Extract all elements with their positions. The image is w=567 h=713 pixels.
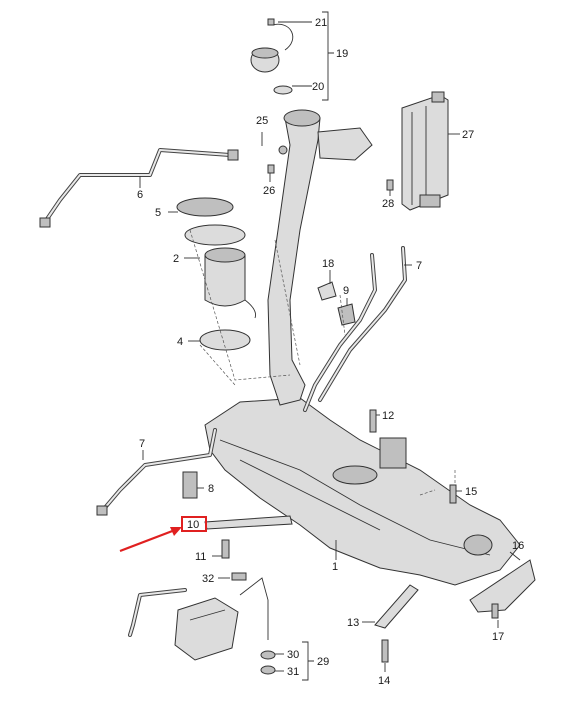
seal-ring <box>199 329 251 351</box>
callout-30: 30 <box>287 649 299 661</box>
callout-8: 8 <box>208 483 214 495</box>
fuel-pump-control-unit <box>128 572 269 661</box>
fuel-line-7-lower <box>96 428 217 516</box>
charcoal-canister <box>401 91 449 211</box>
callout-7-upper: 7 <box>416 260 422 272</box>
clip-8 <box>182 471 198 499</box>
valve-9 <box>337 303 356 326</box>
callout-26: 26 <box>263 185 275 197</box>
callout-32: 32 <box>202 573 214 585</box>
callout-6: 6 <box>137 189 143 201</box>
highlight-box-10 <box>181 516 207 532</box>
callout-10: 10 <box>187 519 199 531</box>
callout-29: 29 <box>317 656 329 668</box>
assembly-guide-lines <box>189 229 456 496</box>
tank-strap-10 <box>204 515 293 530</box>
callout-2: 2 <box>173 253 179 265</box>
callout-15: 15 <box>465 486 477 498</box>
heat-shield-16 <box>469 559 536 613</box>
callout-17: 17 <box>492 631 504 643</box>
fuel-pump <box>184 224 256 319</box>
callout-25: 25 <box>256 115 268 127</box>
callout-1: 1 <box>332 561 338 573</box>
callout-11: 11 <box>195 551 206 563</box>
callout-13: 13 <box>347 617 359 629</box>
bracket-18 <box>317 281 337 301</box>
callout-21: 21 <box>315 17 327 29</box>
callout-5: 5 <box>155 207 161 219</box>
tank-strap-13 <box>374 584 419 629</box>
fuel-tank <box>204 397 521 586</box>
callout-14: 14 <box>378 675 390 687</box>
filler-neck <box>267 109 373 406</box>
callout-12: 12 <box>382 410 394 422</box>
brace-19 <box>322 11 334 101</box>
callout-labels: 21 19 20 25 26 27 28 6 5 2 4 7 18 9 12 7… <box>137 17 524 687</box>
leader-lines <box>139 21 521 672</box>
callout-18: 18 <box>322 258 334 270</box>
callout-27: 27 <box>462 129 474 141</box>
brace-29 <box>302 641 314 681</box>
callout-16: 16 <box>512 540 524 552</box>
locking-ring <box>176 197 234 217</box>
fuel-line-6 <box>39 148 239 228</box>
callout-9: 9 <box>343 285 349 297</box>
callout-7-lower: 7 <box>139 438 145 450</box>
fuel-line-7-upper <box>303 246 407 412</box>
callout-19: 19 <box>336 48 348 60</box>
callout-4: 4 <box>177 336 183 348</box>
callout-20: 20 <box>312 81 324 93</box>
callout-28: 28 <box>382 198 394 210</box>
red-arrow <box>119 527 182 553</box>
filler-cap <box>250 18 294 95</box>
bolts <box>221 164 499 675</box>
callout-31: 31 <box>287 666 299 678</box>
